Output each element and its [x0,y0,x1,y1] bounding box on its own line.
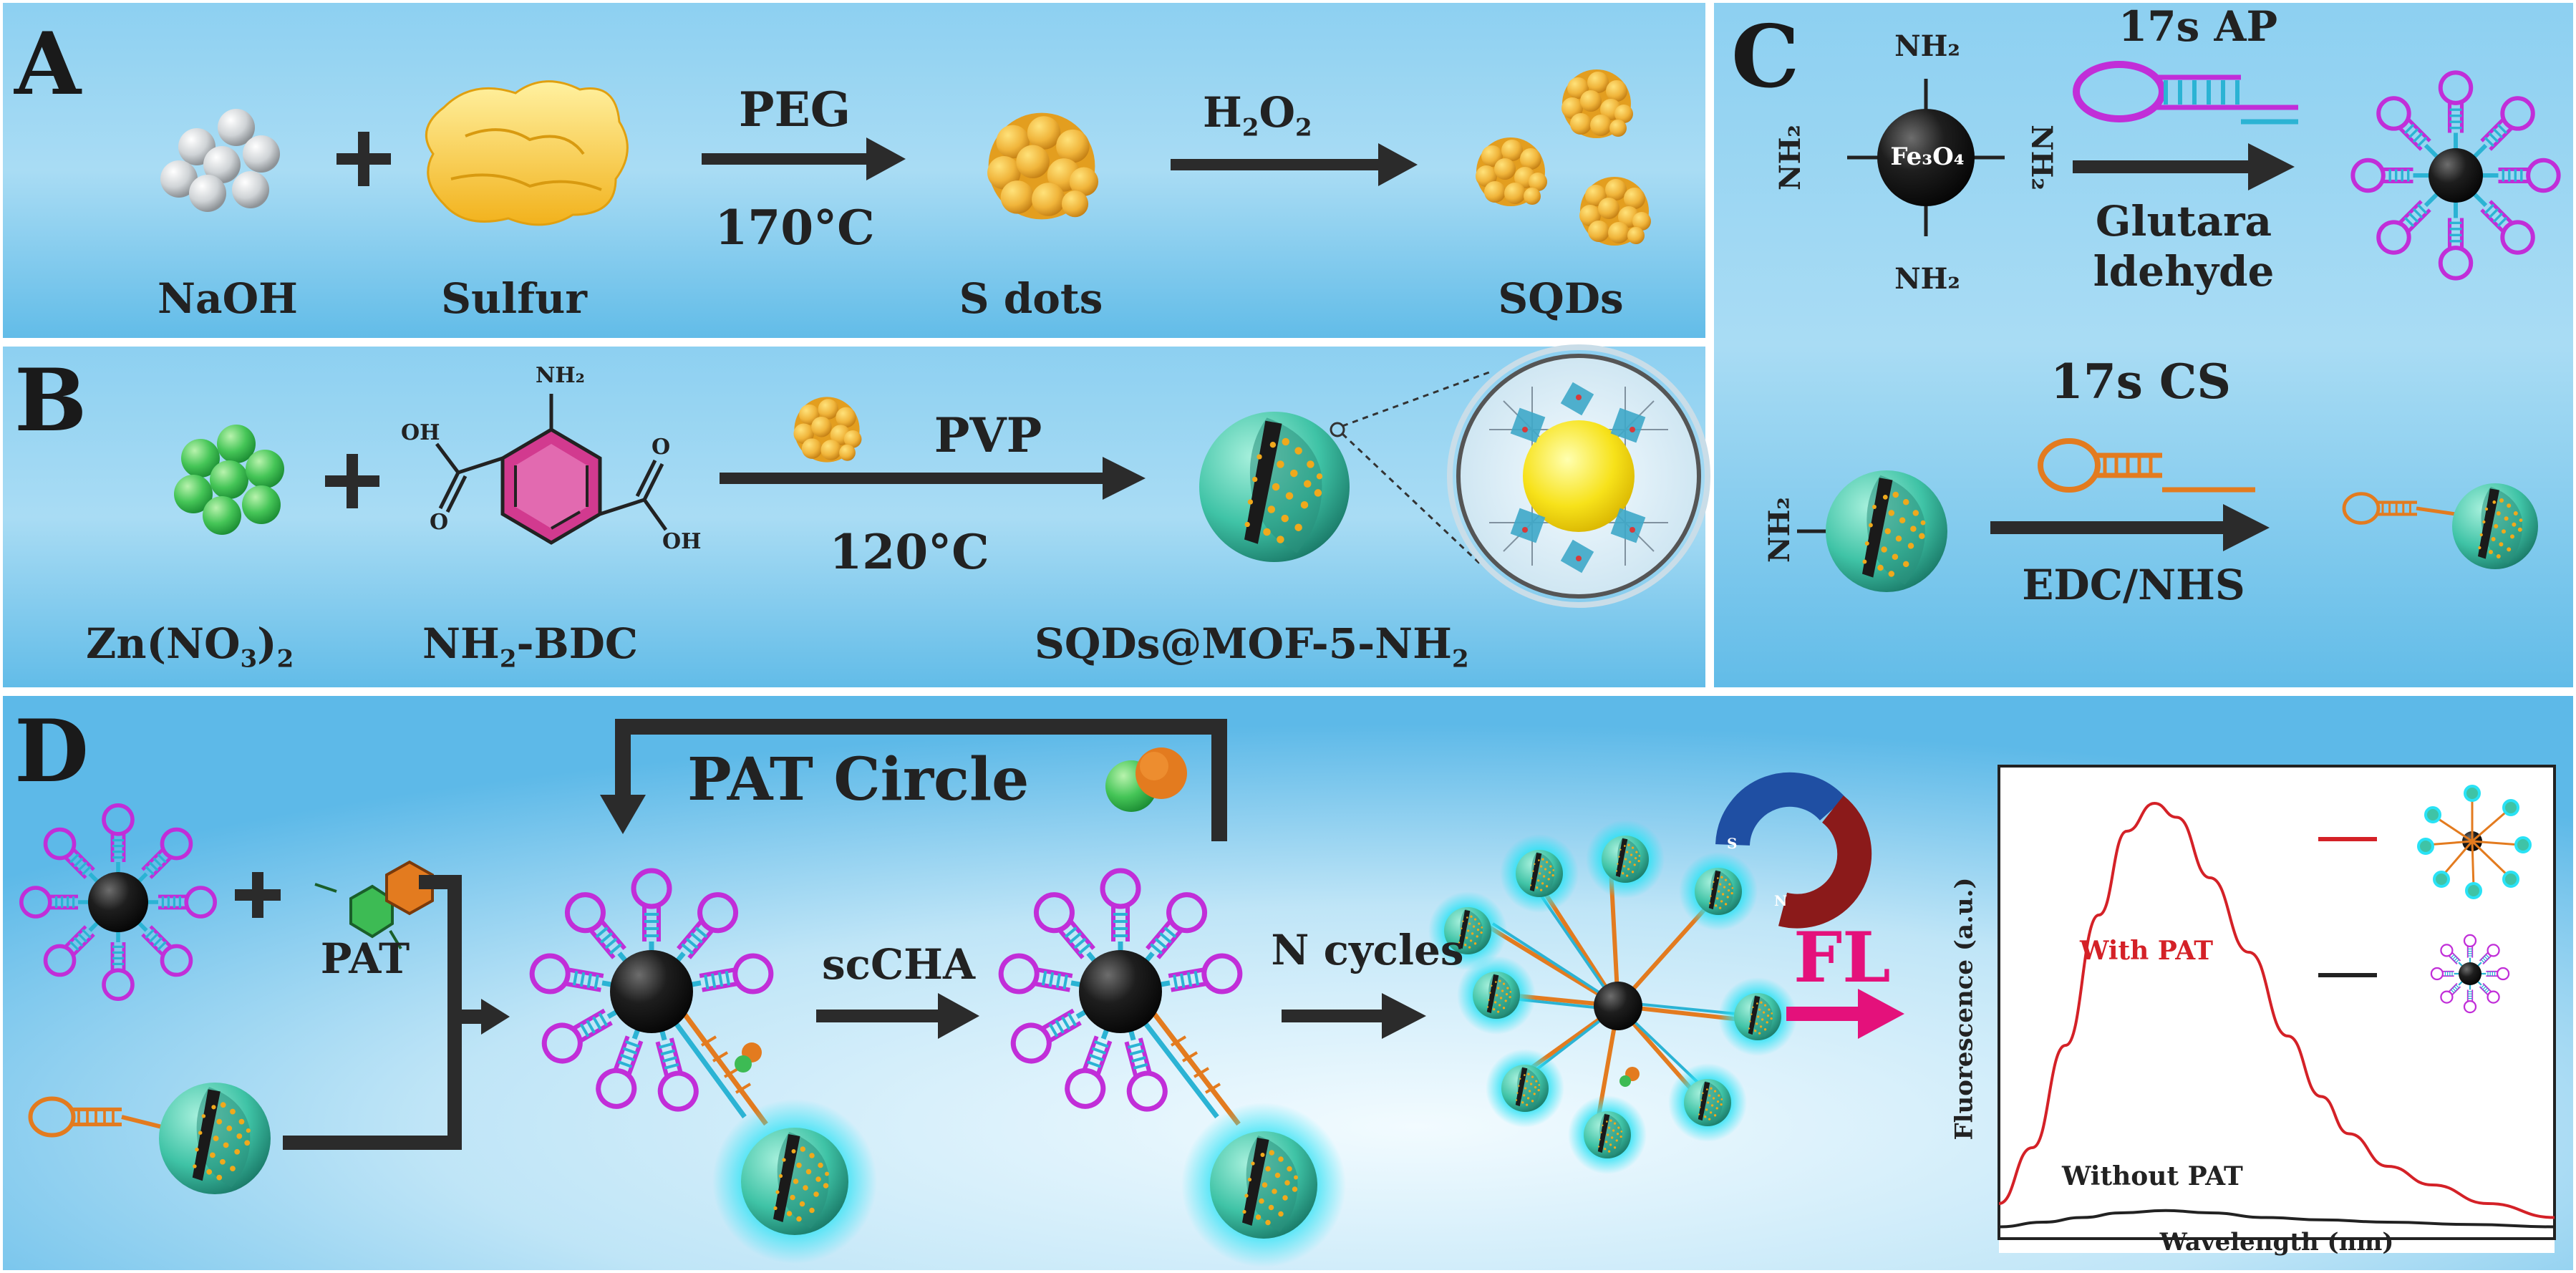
complex-1 [529,871,877,1264]
arrow-edc [1990,504,2270,551]
arrow-peg [702,137,906,180]
naoh-pellets [160,109,280,212]
panel-b-bg [3,347,1705,687]
label-17s-cs: 17s CS [2050,354,2232,410]
zn-nitrate-spheres [174,425,284,535]
label-nh2-bottom: NH₂ [1894,262,1960,296]
pat-circle-icon [1105,747,1187,812]
label-s-dots: S dots [959,274,1103,323]
label-pat-circle: PAT Circle [687,745,1030,814]
label-magnet-s: S [1727,835,1738,852]
label-sqds-mof: SQDs@MOF-5-NH2 [1035,619,1469,674]
chart-series-without-pat: Without PAT [2062,1161,2243,1191]
label-fe3o4: Fe₃O₄ [1890,142,1965,171]
label-mol-nh2: NH₂ [536,363,585,388]
label-sulfur: Sulfur [441,274,587,323]
plus-icon-a [336,132,391,186]
label-glutara: Glutara [2095,197,2272,246]
captured-mof-balls [1428,820,1797,1174]
cs-mof-conjugate [2344,483,2538,569]
label-ldehyde: ldehyde [2093,247,2275,296]
arrow-ap [2073,143,2295,190]
chart-frame [1998,765,2556,1240]
bracket-connector [283,875,510,1150]
label-peg: PEG [738,82,851,137]
legend-without-pat [2318,934,2510,1014]
probe-ap-d1 [21,805,215,999]
chart-bg [1999,766,2555,1253]
label-sccha: scCHA [822,940,975,989]
label-nh2-top: NH₂ [1894,29,1960,63]
pat-molecule-icon [314,860,434,950]
panel-a-bg [3,3,1705,338]
label-nh2-right: NH₂ [2024,125,2058,190]
panel-letter-b: B [14,350,87,451]
sqds-mof-ball [1199,412,1350,562]
panel-letter-d: D [14,701,89,802]
panel-letter-a: A [14,14,82,115]
complex-2 [998,871,1346,1267]
zoom-lines [1330,371,1490,567]
fe3o4-ap-conjugate [2353,72,2558,278]
sulfur-powder [425,80,629,226]
label-120c: 120°C [829,524,989,580]
label-nh2-bdc: NH2-BDC [422,619,639,674]
chart-series-line-1 [1998,1209,2555,1229]
label-170c: 170°C [715,200,875,256]
fl-arrow [1786,989,1904,1039]
nh2-mof-ball [1797,470,1947,592]
mof-zoom-inset [1447,344,1710,608]
ap-hairpin-icon [2073,61,2298,125]
label-pvp: PVP [934,407,1042,463]
plus-icon-d [235,872,281,918]
arrow-sccha [816,993,979,1039]
plus-icon-b [325,454,379,508]
chart-series-line-0 [1998,801,2555,1219]
label-17s-ap: 17s AP [2118,2,2278,51]
label-pat: PAT [320,934,410,983]
chart-xlabel: Wavelength (nm) [2159,1228,2394,1257]
fluorescence-chart [1998,765,2556,1240]
label-mol-o-bottom: O [652,435,671,460]
label-mol-o-top: O [430,510,449,535]
label-mol-oh-top: OH [401,420,440,445]
arrow-h2o2 [1171,143,1418,186]
label-magnet-n: N [1774,892,1788,909]
chart-series-with-pat: With PAT [2080,936,2214,966]
label-zn-no3: Zn(NO3)2 [86,619,294,674]
label-mol-oh-bottom: OH [662,529,702,554]
label-sqds: SQDs [1498,274,1624,323]
magnet-icon [1715,772,1872,929]
cs-mof-d1 [31,1083,271,1194]
label-edc-nhs: EDC/NHS [2022,561,2245,609]
label-nh2-left: NH₂ [1773,125,1807,190]
arrow-pvp [720,457,1146,500]
nh2-bdc-molecule [435,394,668,545]
chart-ylabel: Fluorescence (a.u.) [1950,877,1979,1141]
legend-with-pat [2318,785,2532,899]
panel-letter-c: C [1731,6,1800,107]
label-naoh: NaOH [158,274,298,323]
label-n-cycles: N cycles [1271,926,1464,974]
fe3o4-particle [1847,79,2005,236]
label-h2o2: H2O2 [1203,88,1312,142]
pat-circle-loop [600,719,1227,841]
label-nh2-mof: NH₂ [1762,497,1796,563]
label-fl: FL [1793,917,1891,998]
arrow-n-cycles [1282,993,1426,1039]
